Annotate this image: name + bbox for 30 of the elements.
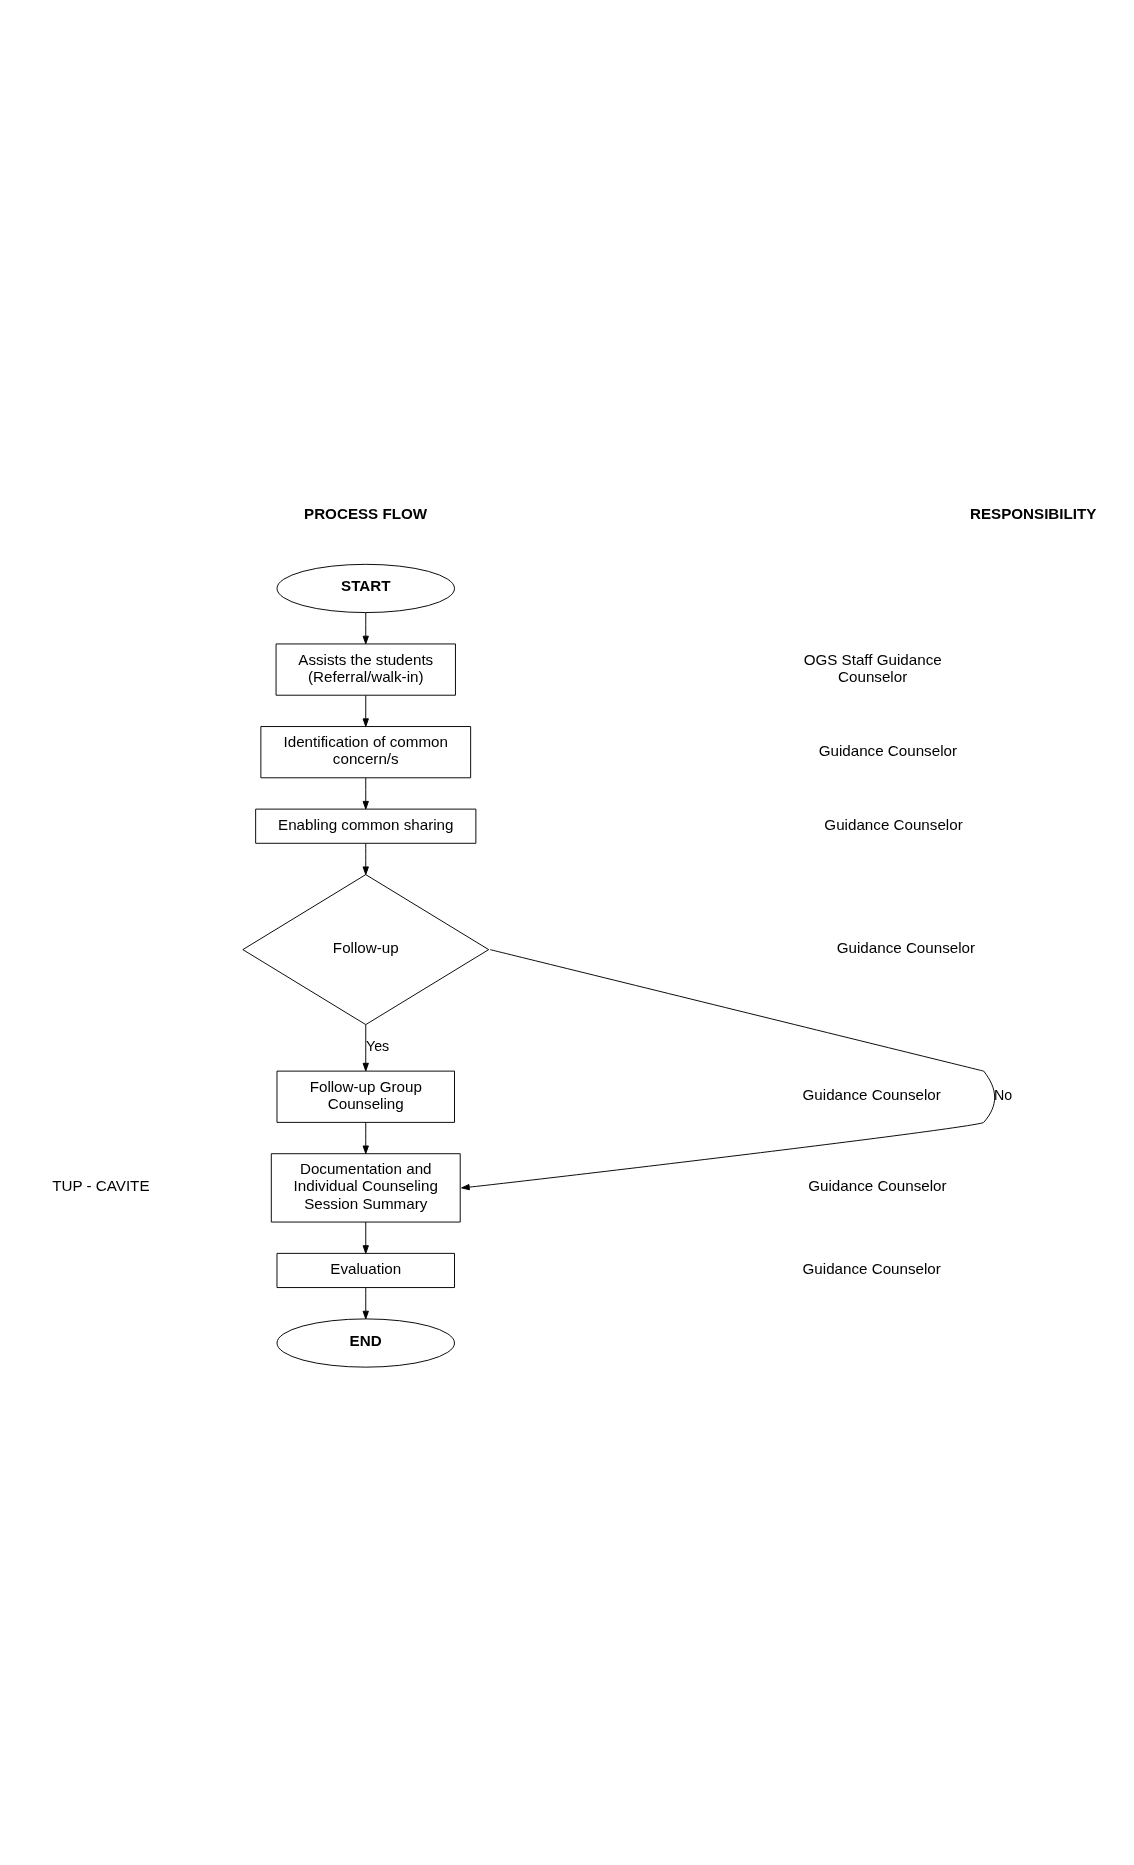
node-box: Follow-up Group Counseling xyxy=(276,1070,455,1123)
arrow xyxy=(362,611,369,644)
label: Guidance Counselor xyxy=(836,938,976,956)
arrow xyxy=(362,1286,369,1319)
label: TUP - CAVITE xyxy=(52,1176,150,1194)
label: PROCESS FLOW xyxy=(304,504,428,522)
node-box: Enabling common sharing xyxy=(255,808,477,844)
arrow xyxy=(362,1121,369,1154)
node-box: Documentation and Individual Counseling Session Summary xyxy=(270,1152,461,1223)
label: Guidance Counselor xyxy=(818,741,958,759)
edge-label: No xyxy=(994,1086,1013,1103)
arrow xyxy=(362,1023,369,1071)
label: RESPONSIBILITY xyxy=(969,504,1097,522)
node-box: Evaluation xyxy=(276,1252,455,1288)
label: Guidance Counselor xyxy=(808,1176,947,1194)
node-box: Identification of common concern/s xyxy=(260,725,472,778)
arrow xyxy=(362,842,369,875)
node-box: Assists the students (Referral/walk-in) xyxy=(275,642,456,696)
label: OGS Staff Guidance Counselor xyxy=(803,650,942,685)
node-ellipse: END xyxy=(276,1317,455,1368)
edge-label: Yes xyxy=(366,1037,390,1054)
node-ellipse: START xyxy=(276,563,455,613)
label: Guidance Counselor xyxy=(802,1085,941,1103)
arrow xyxy=(362,694,369,727)
label: Guidance Counselor xyxy=(824,815,963,833)
arrow xyxy=(362,776,369,809)
label: Guidance Counselor xyxy=(802,1259,941,1277)
node-diamond: Follow-up xyxy=(242,873,490,1025)
arrow xyxy=(362,1221,369,1254)
arrow xyxy=(461,948,996,1190)
